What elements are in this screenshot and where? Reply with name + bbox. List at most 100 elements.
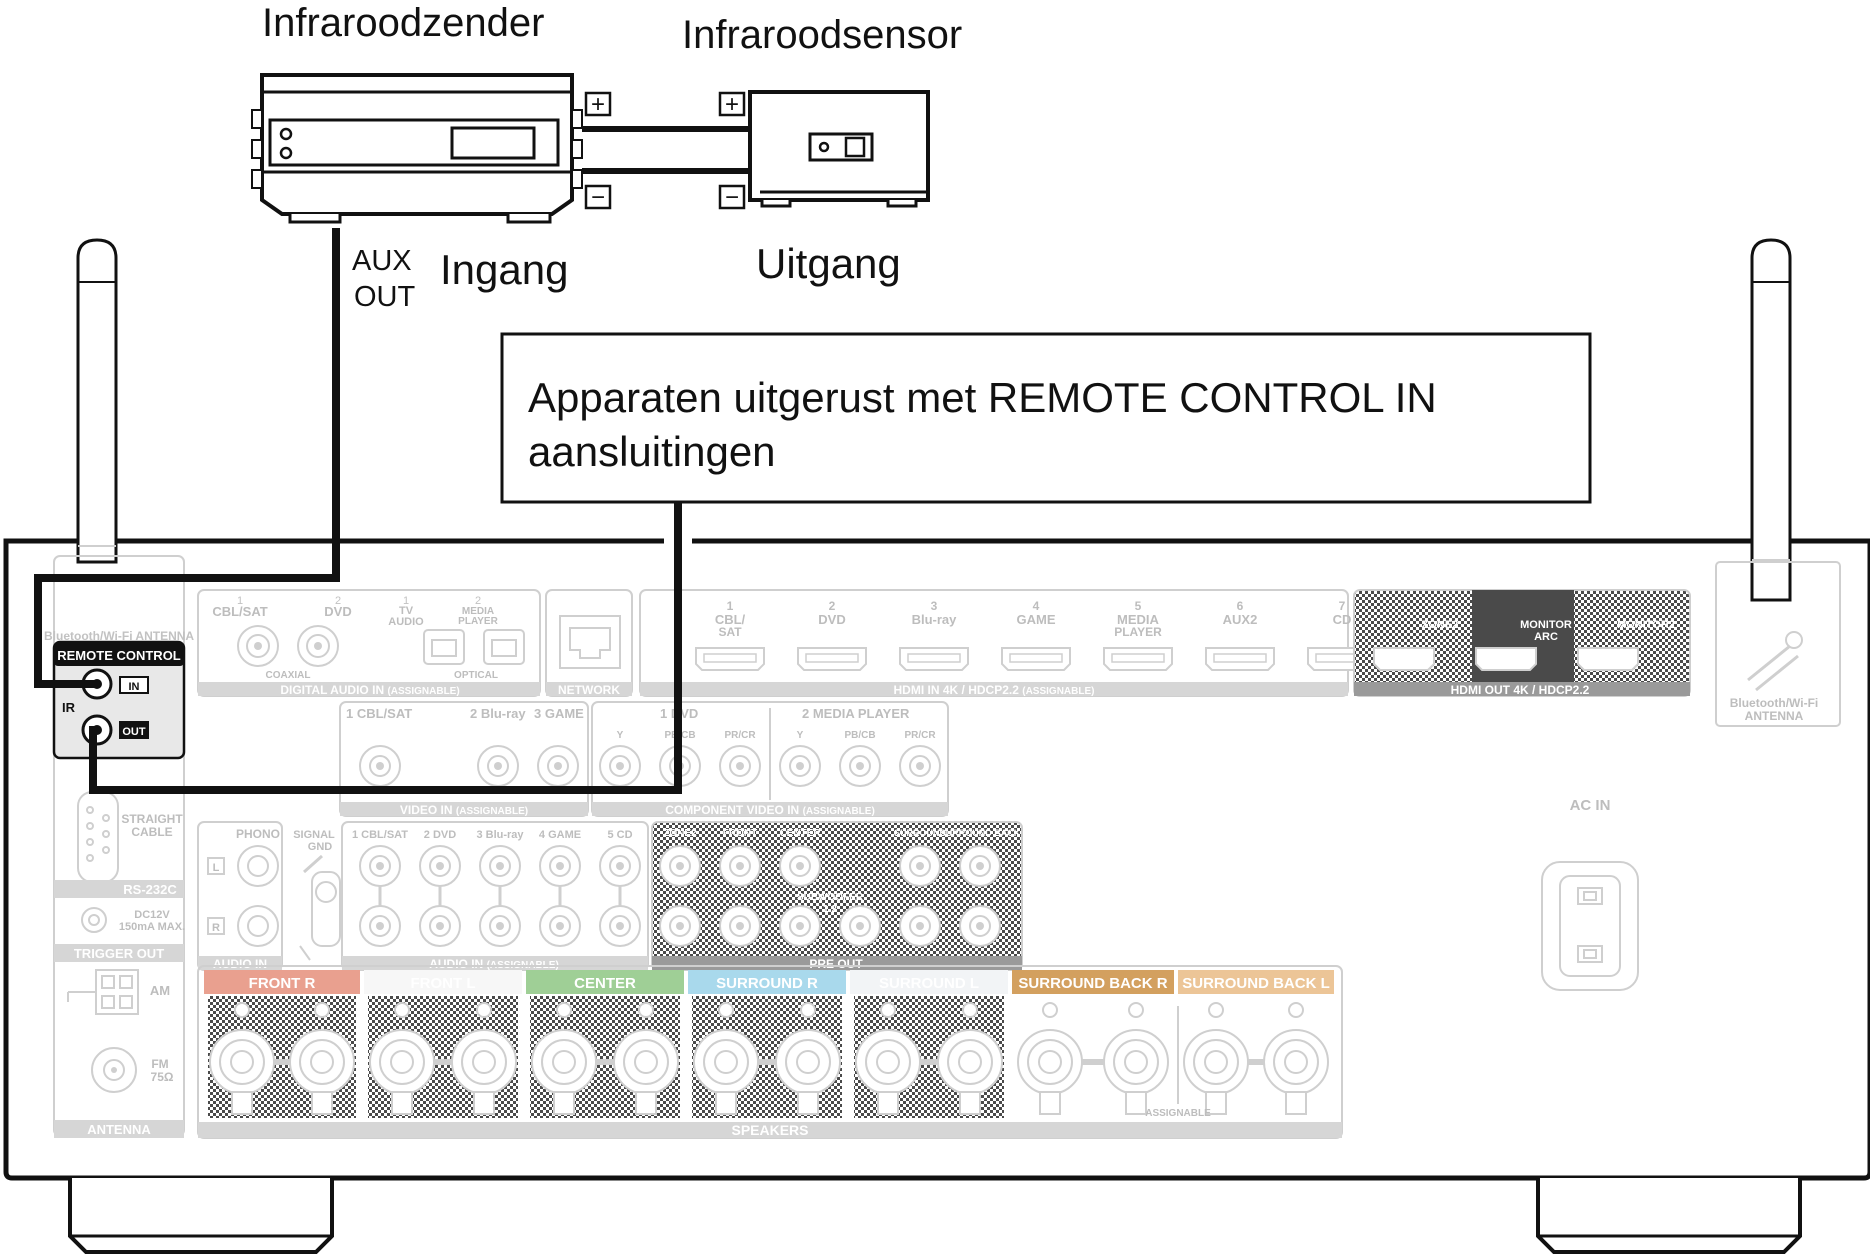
hdmi-in-label: Blu-ray xyxy=(912,612,958,627)
audio-in-jack-l[interactable] xyxy=(599,845,641,887)
component-jack[interactable] xyxy=(719,745,761,787)
speaker-terminal-minus[interactable] xyxy=(775,1002,841,1115)
coax-jack-cbl[interactable] xyxy=(237,625,279,667)
phono-jack-l[interactable] xyxy=(237,845,279,887)
optical-jack-media-player[interactable] xyxy=(483,629,525,665)
hdmi-in-port[interactable] xyxy=(899,647,969,671)
fm-jack[interactable] xyxy=(91,1047,137,1093)
preout-zone2-label: ZONE2 xyxy=(663,828,697,839)
svg-text:ARC: ARC xyxy=(1534,631,1558,643)
hdmi-in-port[interactable] xyxy=(1001,647,1071,671)
preout-jack[interactable] xyxy=(899,845,941,887)
audio-in-jack-r[interactable] xyxy=(539,905,581,947)
audio-in-jack-r[interactable] xyxy=(599,905,641,947)
svg-text:ANTENNA: ANTENNA xyxy=(1745,709,1804,723)
audio-in-jack-l[interactable] xyxy=(539,845,581,887)
preout-front-label: FRONT xyxy=(723,828,757,839)
preout-jack[interactable] xyxy=(959,905,1001,947)
speaker-terminal-minus[interactable] xyxy=(1263,1002,1329,1115)
hdmi-out-monitor2-port[interactable] xyxy=(1577,647,1639,671)
subwoofer-label: SUBWOOFER xyxy=(797,892,864,903)
speaker-terminal-minus[interactable] xyxy=(937,1002,1003,1115)
signal-gnd-terminal[interactable] xyxy=(299,854,341,961)
preout-jack[interactable] xyxy=(899,905,941,947)
hdmi-out-monitor-arc-port[interactable] xyxy=(1475,647,1537,671)
network-port[interactable] xyxy=(559,615,621,669)
audio-in-jack-l[interactable] xyxy=(479,845,521,887)
speaker-terminal-minus[interactable] xyxy=(289,1002,355,1115)
cable-label: CABLE xyxy=(131,825,172,839)
output-label: Uitgang xyxy=(756,240,901,287)
component-jack[interactable] xyxy=(899,745,941,787)
component-jack[interactable] xyxy=(839,745,881,787)
component-jack[interactable] xyxy=(599,745,641,787)
svg-text:IR: IR xyxy=(62,700,76,715)
subwoofer-nums: 1 2 xyxy=(823,904,837,915)
speaker-terminal-plus[interactable] xyxy=(531,1002,597,1115)
hdmi-in-group: 1CBL/SAT2DVD3Blu-ray4GAME5MEDIAPLAYER6AU… xyxy=(695,599,1377,671)
ir-transmitter-label: Infraroodzender xyxy=(262,1,544,45)
speaker-terminal-plus[interactable] xyxy=(693,1002,759,1115)
video-jack-cbl[interactable] xyxy=(359,745,401,787)
hdmi-in-port[interactable] xyxy=(1205,647,1275,671)
audio-in-jack-r[interactable] xyxy=(419,905,461,947)
speaker-terminal-plus[interactable] xyxy=(1017,1002,1083,1115)
component-jack-label: PB/CB xyxy=(844,730,875,741)
hdmi-in-port[interactable] xyxy=(797,647,867,671)
speaker-band: SURROUND L xyxy=(850,970,1008,994)
audio-in-jack-l[interactable] xyxy=(419,845,461,887)
speaker-band: SURROUND BACK R xyxy=(1012,970,1174,994)
hdmi-out-zone2-label: ZONE2 xyxy=(1422,619,1459,631)
phono-audio-label: AUDIO IN xyxy=(213,957,267,971)
speaker-band: SURROUND R xyxy=(688,970,846,994)
rs232c-port[interactable] xyxy=(77,791,119,883)
speaker-terminal-plus[interactable] xyxy=(1183,1002,1249,1115)
speaker-band-label: SURROUND L xyxy=(879,975,979,992)
hdmi-in-label: PLAYER xyxy=(1114,625,1162,639)
speaker-terminal-minus[interactable] xyxy=(451,1002,517,1115)
video-jack-game[interactable] xyxy=(537,745,579,787)
video-bluray-label: 2 Blu-ray xyxy=(470,706,526,721)
preout-jack[interactable] xyxy=(959,845,1001,887)
dc12v-label: DC12V xyxy=(134,909,170,921)
hdmi-in-port[interactable] xyxy=(695,647,765,671)
svg-text:+: + xyxy=(591,91,605,118)
hdmi-out-label: HDMI OUT 4K / HDCP2.2 xyxy=(1451,683,1590,697)
audio-in-jack-r[interactable] xyxy=(479,905,521,947)
component-jack-label: PR/CR xyxy=(904,730,936,741)
speaker-terminal-plus[interactable] xyxy=(209,1002,275,1115)
phono-jack-r[interactable] xyxy=(237,905,279,947)
preout-jack[interactable] xyxy=(779,845,821,887)
speaker-band-label: FRONT R xyxy=(249,975,316,992)
component-jack[interactable] xyxy=(779,745,821,787)
callout-line-1: Apparaten uitgerust met REMOTE CONTROL I… xyxy=(528,374,1437,421)
preout-surround-label: SURROUND xyxy=(894,828,947,838)
svg-text:GND: GND xyxy=(308,841,333,853)
coax-jack-dvd[interactable] xyxy=(297,625,339,667)
preout-jack[interactable] xyxy=(659,845,701,887)
video-jack-bluray[interactable] xyxy=(477,745,519,787)
component-video-label: COMPONENT VIDEO IN (ASSIGNABLE) xyxy=(665,803,875,817)
trigger-out-label: TRIGGER OUT xyxy=(74,946,164,961)
preout-jack[interactable] xyxy=(659,905,701,947)
trigger-out-jack[interactable] xyxy=(81,907,107,933)
audio-in-jack-l[interactable] xyxy=(359,845,401,887)
preout-jack[interactable] xyxy=(839,905,881,947)
hdmi-out-zone2-port[interactable] xyxy=(1373,647,1435,671)
component-jack-label: PR/CR xyxy=(724,730,756,741)
audio-in-jack-r[interactable] xyxy=(359,905,401,947)
component-jack-label: Y xyxy=(797,730,804,741)
ac-in-socket[interactable] xyxy=(1541,861,1639,991)
preout-jack[interactable] xyxy=(719,905,761,947)
speaker-terminal-minus[interactable] xyxy=(613,1002,679,1115)
am-terminal[interactable] xyxy=(67,969,139,1015)
preout-jack[interactable] xyxy=(779,905,821,947)
hdmi-in-port[interactable] xyxy=(1103,647,1173,671)
speaker-terminal-minus[interactable] xyxy=(1103,1002,1169,1115)
speaker-terminal-plus[interactable] xyxy=(369,1002,435,1115)
bt-antenna-label-left: Bluetooth/Wi-Fi ANTENNA xyxy=(44,629,194,643)
preout-jack[interactable] xyxy=(719,845,761,887)
optical-jack-tv[interactable] xyxy=(423,629,465,665)
